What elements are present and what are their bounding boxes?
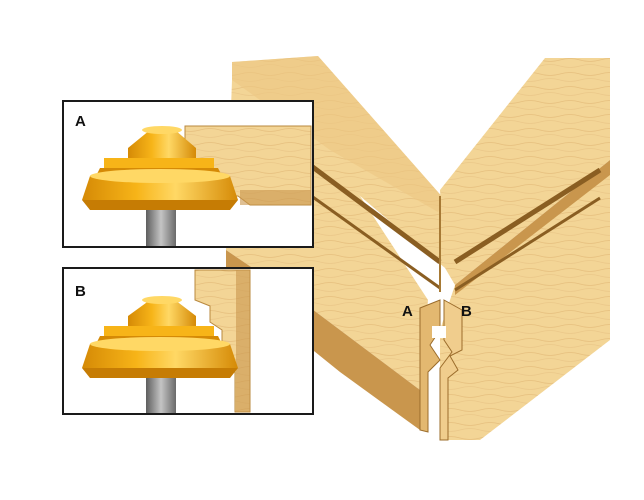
right-board-groove: [453, 167, 602, 265]
joint-label-b: B: [461, 303, 472, 320]
panel-a: A: [62, 100, 314, 248]
panel-b-label: B: [75, 283, 86, 300]
right-board-side-face: [455, 160, 610, 295]
panel-b-router-bit: [82, 296, 238, 413]
joint-profile: [419, 299, 463, 441]
panel-a-router-bit: [82, 126, 238, 246]
right-board-lower-face: [440, 170, 610, 440]
joined-boards: A B: [226, 56, 610, 441]
left-board-groove-lower: [309, 193, 441, 290]
right-board-groove-lower: [454, 196, 601, 292]
left-board-groove: [308, 162, 442, 265]
panel-b: B: [62, 267, 314, 415]
joint-label-a: A: [402, 303, 413, 320]
right-board-top-face: [440, 58, 610, 285]
left-board-upper: [232, 56, 445, 212]
panel-a-label: A: [75, 113, 86, 130]
